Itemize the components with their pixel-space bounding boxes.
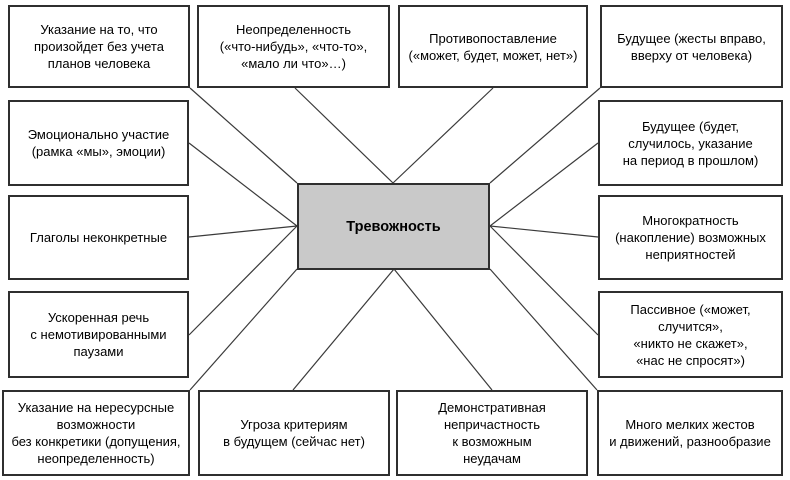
node-uncertainty: Неопределенность («что-нибудь», «что-то»…: [197, 5, 390, 88]
connector-line: [189, 268, 298, 391]
connector-line: [489, 268, 598, 391]
node-emotional-involvement: Эмоционально участие (рамка «мы», эмоции…: [8, 100, 189, 186]
node-label: Многократность (накопление) возможных не…: [615, 213, 766, 262]
node-future-past-period: Будущее (будет, случилось, указание на п…: [598, 100, 783, 186]
connector-line: [392, 87, 494, 184]
center-node-anxiety: Тревожность: [297, 183, 490, 270]
node-small-gestures: Много мелких жестов и движений, разнообр…: [597, 390, 783, 476]
node-passive-voice: Пассивное («может, случится», «никто не …: [598, 291, 783, 378]
connector-line: [393, 268, 493, 391]
connector-line: [292, 268, 395, 391]
node-demonstrative-noninvolvement: Демонстративная непричастность к возможн…: [396, 390, 588, 476]
connector-line: [188, 142, 298, 227]
node-nonresource-possibilities: Указание на нересурсные возможности без …: [2, 390, 190, 476]
node-label: Демонстративная непричастность к возможн…: [438, 400, 546, 466]
node-label: Указание на нересурсные возможности без …: [11, 400, 181, 466]
node-label: Эмоционально участие (рамка «мы», эмоции…: [27, 127, 170, 159]
node-future-gestures: Будущее (жесты вправо, вверху от человек…: [600, 5, 783, 88]
node-label: Указание на то, что произойдет без учета…: [34, 22, 164, 71]
center-node-label: Тревожность: [346, 218, 441, 235]
connector-line: [489, 225, 599, 336]
node-fast-speech-pauses: Ускоренная речь с немотивированными пауз…: [8, 291, 189, 378]
connector-line: [188, 225, 298, 238]
node-threat-to-criteria: Угроза критериям в будущем (сейчас нет): [198, 390, 390, 476]
connector-line: [294, 87, 394, 184]
node-label: Много мелких жестов и движений, разнообр…: [609, 417, 771, 449]
node-label: Противопоставление («может, будет, может…: [408, 30, 578, 63]
connector-line: [489, 142, 599, 227]
connector-line: [188, 225, 298, 336]
node-ignoring-plans: Указание на то, что произойдет без учета…: [8, 5, 190, 88]
node-label: Будущее (будет, случилось, указание на п…: [622, 118, 759, 168]
node-label: Будущее (жесты вправо, вверху от человек…: [617, 30, 766, 63]
node-label: Ускоренная речь с немотивированными пауз…: [30, 310, 167, 359]
connector-line: [489, 87, 601, 184]
node-label: Пассивное («может, случится», «никто не …: [630, 301, 751, 368]
node-label: Угроза критериям в будущем (сейчас нет): [223, 417, 365, 449]
node-vague-verbs: Глаголы неконкретные: [8, 195, 189, 280]
node-label: Глаголы неконкретные: [29, 230, 168, 245]
node-accumulated-troubles: Многократность (накопление) возможных не…: [598, 195, 783, 280]
connector-line: [189, 87, 298, 184]
connector-line: [489, 225, 599, 238]
node-opposition: Противопоставление («может, будет, может…: [398, 5, 588, 88]
node-label: Неопределенность («что-нибудь», «что-то»…: [219, 22, 368, 71]
